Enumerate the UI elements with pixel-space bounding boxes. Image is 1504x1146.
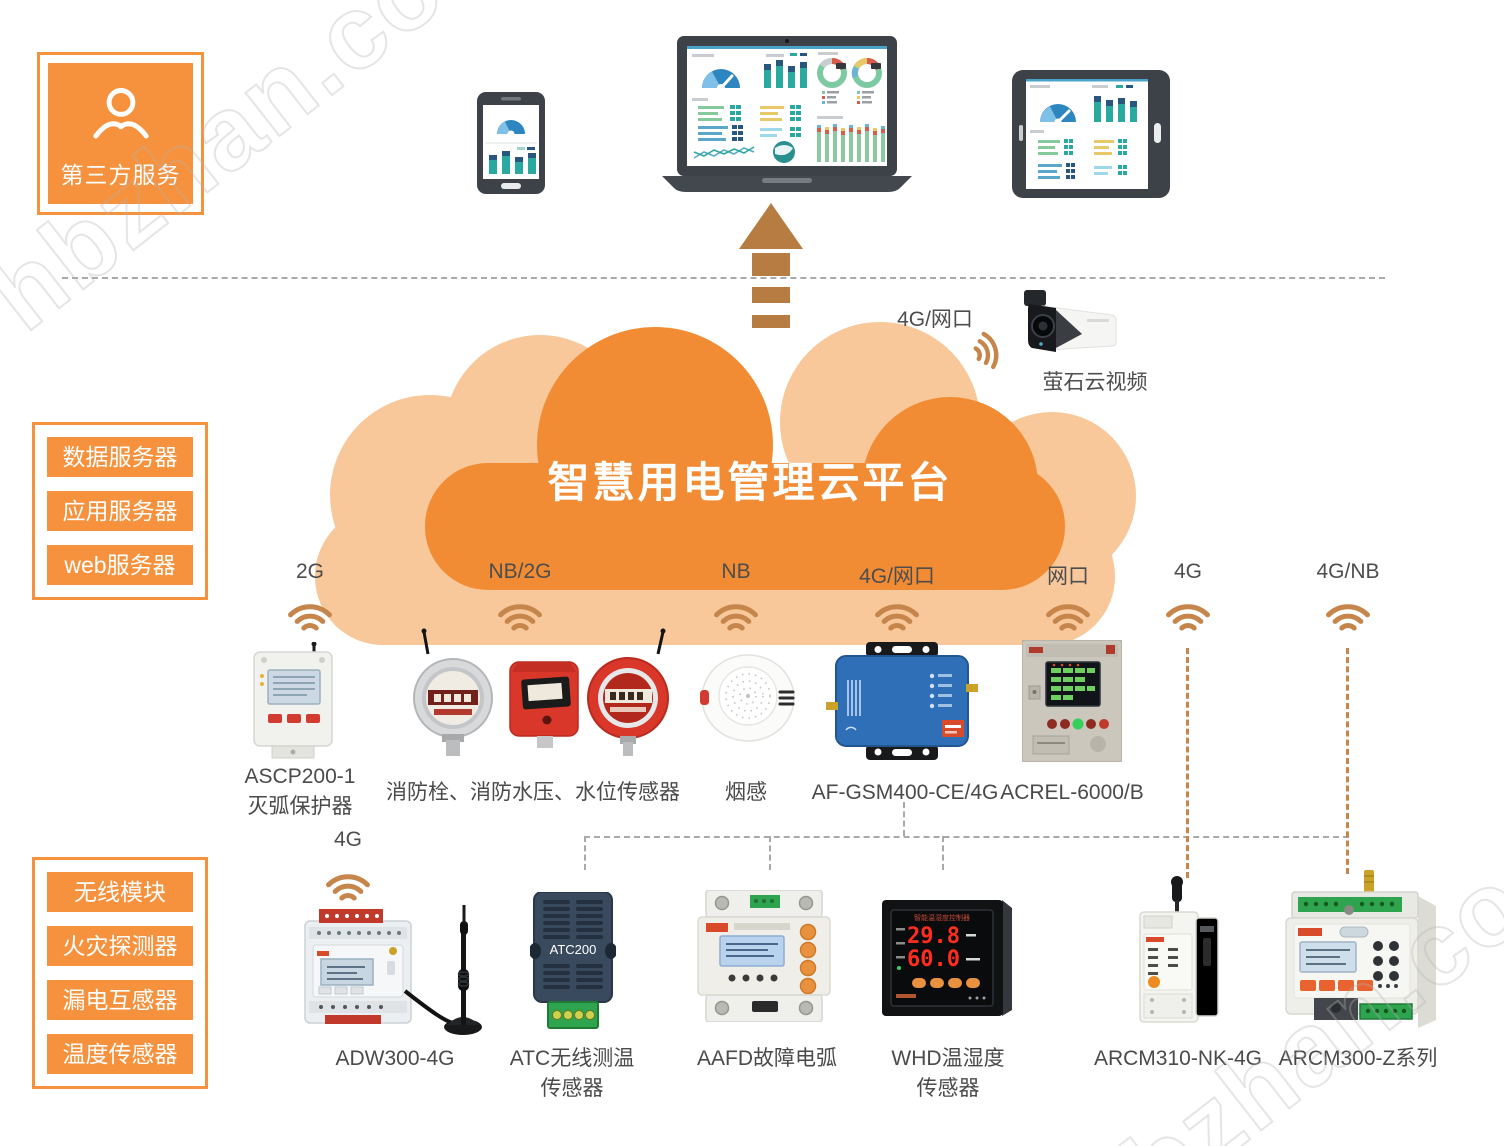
device-caption: ATC无线测温 传感器 [482,1044,662,1104]
wifi-icon [703,588,769,638]
caption-line: 传感器 [540,1077,604,1100]
camera-connection-label: 4G/网口 [897,308,973,331]
wifi-icon [277,588,343,638]
wifi-icon [487,588,553,638]
laptop-mockup [662,36,912,192]
sensor-group-box: 无线模块 火灾探测器 漏电互感器 温度传感器 [32,857,208,1089]
fire-sensors-device [413,628,669,756]
sensor-group-item: 漏电互感器 [47,980,193,1020]
caption-line: ARCM300-Z系列 [1278,1047,1438,1070]
third-party-inner: 第三方服务 [48,63,193,204]
device-caption: AF-GSM400-CE/4G [805,778,1005,808]
whd-humidity-display: 60.0 [907,947,960,972]
server-item: 数据服务器 [47,437,193,477]
wifi-icon [961,317,1019,383]
smoke-detector-device [700,654,795,742]
device-caption: 烟感 [696,778,796,808]
caption-line: ARCM310-NK-4G [1093,1047,1263,1070]
arcm310-device [1139,876,1219,1023]
server-item: web服务器 [47,545,193,585]
connection-label: 2G [295,560,324,583]
atc200-device-text: ATC200 [550,942,597,957]
device-caption: ACREL-6000/B [982,778,1162,808]
separator-dashed-line [62,277,1385,279]
arcm300-device [1285,870,1436,1028]
third-party-label: 第三方服务 [60,162,181,188]
wifi-icon [1155,588,1221,638]
connection-label: 4G [333,828,362,851]
camera-caption: 萤石云视频 [1042,371,1148,394]
caption-line: AAFD故障电弧 [696,1047,837,1070]
caption-line: WHD温湿度 [891,1047,1005,1070]
aafd-device [697,890,831,1022]
sensor-group-item: 火灾探测器 [47,926,193,966]
up-arrow-segment [752,253,790,276]
phone-mockup [477,92,545,194]
connection-label: 网口 [1047,565,1089,588]
device-caption: ARCM300-Z系列 [1263,1044,1453,1074]
atc200-device: ATC200 [530,892,616,1029]
connector-bus-line [584,836,1349,838]
caption-line: ATC无线测温 [509,1047,635,1070]
device-caption: AAFD故障电弧 [672,1044,862,1074]
caption-line: AF-GSM400-CE/4G [811,781,999,804]
server-group-box: 数据服务器 应用服务器 web服务器 [32,422,208,600]
device-caption: ASCP200-1 灭弧保护器 [210,762,390,822]
device-caption: 消防栓、消防水压、水位传感器 [368,778,698,808]
sensor-group-item: 温度传感器 [47,1034,193,1074]
tablet-mockup [1012,70,1170,198]
wifi-icon [1035,588,1101,638]
whd-temp-display: 29.8 [907,924,960,949]
connector-line [584,836,586,870]
sensor-group-item: 无线模块 [47,872,193,912]
connection-label: NB [721,560,751,583]
wifi-icon [864,588,930,638]
caption-line: ADW300-4G [335,1047,455,1070]
connection-label: 4G/NB [1316,560,1380,583]
whd-device: 智能温湿度控制器 29.8 60.0 [882,900,1012,1016]
caption-line: ASCP200-1 [244,765,356,788]
connection-label: 4G/网口 [859,565,935,588]
caption-line: 传感器 [916,1077,980,1100]
wifi-icon [1315,588,1381,638]
cctv-camera [1024,290,1117,352]
af-gsm400-device [826,642,978,760]
up-arrow-segment [752,287,790,303]
whd-header-text: 智能温湿度控制器 [914,913,970,922]
acrel6000-device [1022,640,1122,762]
device-caption: WHD温湿度 传感器 [858,1044,1038,1104]
wireless-link-line [1186,648,1189,878]
server-item: 应用服务器 [47,491,193,531]
cloud-shape-dark [425,463,1065,590]
connection-label: NB/2G [488,560,552,583]
wireless-link-line [1346,648,1349,874]
ascp200-device [253,642,333,759]
device-caption: ARCM310-NK-4G [1083,1044,1273,1074]
caption-line: 灭弧保护器 [247,795,353,818]
connector-line [903,802,905,836]
adw300-device [304,905,482,1035]
connection-label: 4G [1173,560,1202,583]
up-arrow-head [739,203,803,249]
device-caption: ADW300-4G [305,1044,485,1074]
cloud-title: 智慧用电管理云平台 [547,459,953,506]
caption-line: ACREL-6000/B [1000,781,1144,804]
caption-line: 消防栓、消防水压、水位传感器 [386,781,680,804]
user-icon [93,88,149,139]
connector-line [942,836,944,870]
connector-line [769,836,771,870]
wifi-icon [315,858,381,908]
third-party-box: 第三方服务 [37,52,204,215]
up-arrow-segment [752,315,790,328]
caption-line: 烟感 [725,781,767,804]
